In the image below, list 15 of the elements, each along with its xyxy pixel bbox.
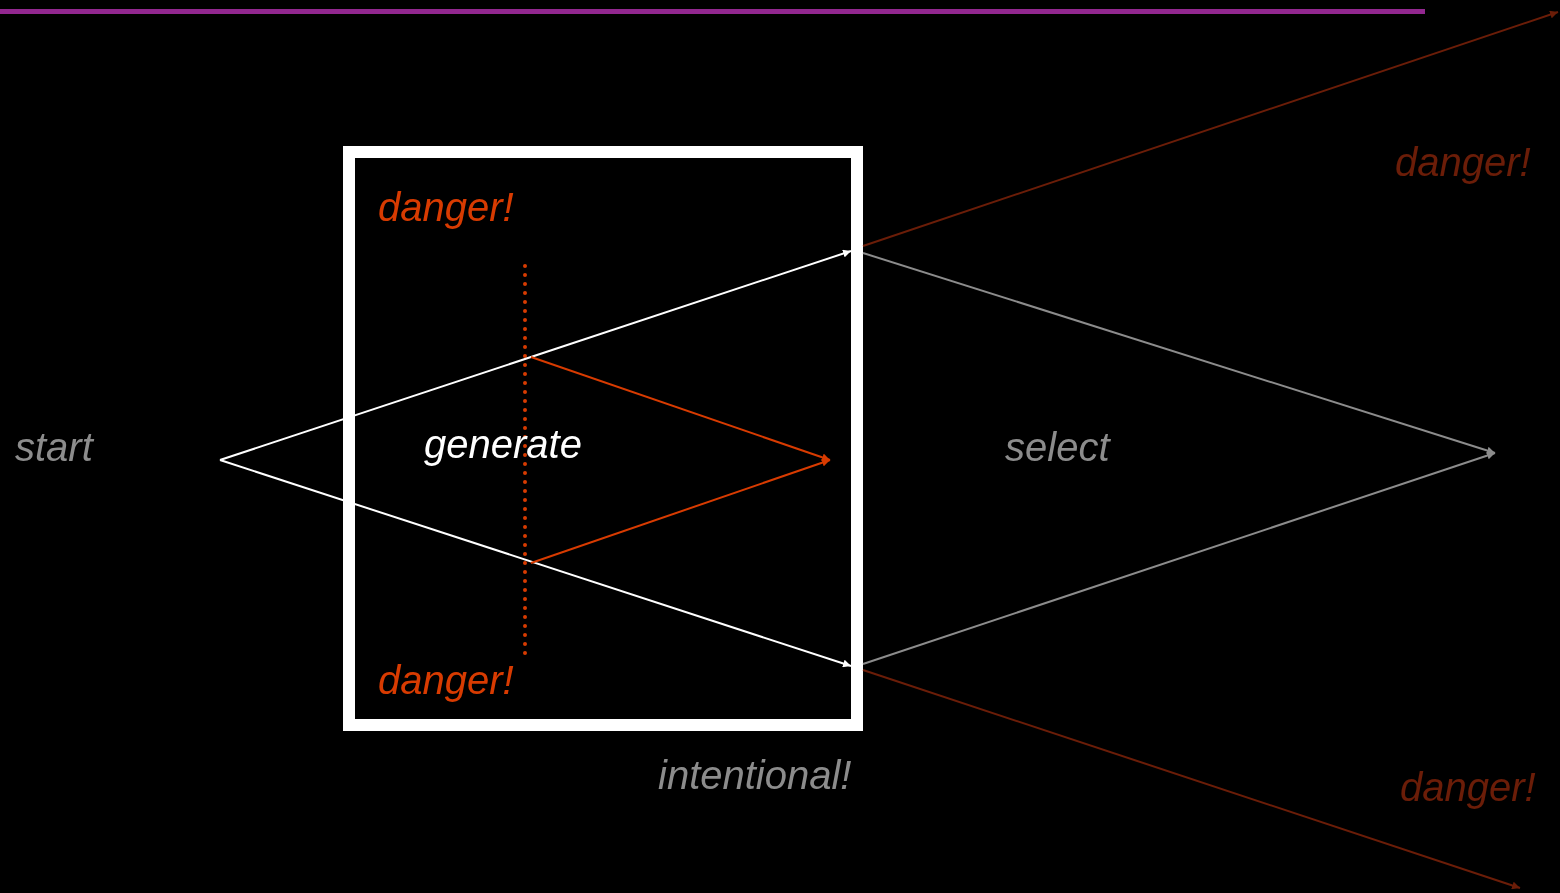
warning-label: danger! bbox=[378, 658, 514, 702]
arrow bbox=[530, 356, 831, 462]
text-label: generate bbox=[424, 422, 582, 466]
warning-label: danger! bbox=[378, 185, 514, 229]
text-label: select bbox=[1005, 425, 1110, 469]
process-box bbox=[343, 146, 863, 731]
arrow bbox=[862, 252, 1496, 455]
arrow bbox=[530, 458, 831, 564]
text-label: start bbox=[15, 425, 93, 469]
arrow bbox=[862, 451, 1496, 665]
arrow bbox=[862, 669, 1521, 890]
arrow bbox=[862, 10, 1559, 247]
arrow bbox=[219, 459, 852, 668]
arrow bbox=[219, 249, 852, 461]
caption-label: intentional! bbox=[658, 753, 852, 797]
